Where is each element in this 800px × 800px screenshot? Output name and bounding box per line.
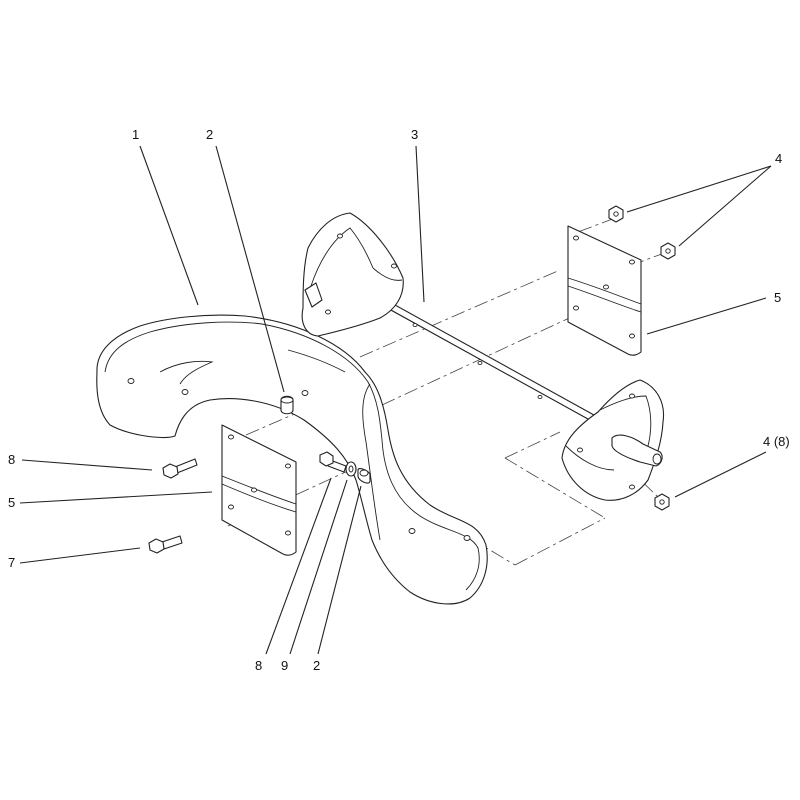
nut-part-4-upper <box>608 205 624 223</box>
paddle-plate-part-5-left <box>221 424 297 556</box>
callout-part-3: 3 <box>411 127 418 142</box>
bolt-part-8-left <box>162 458 198 479</box>
callout-part-8-left: 8 <box>8 452 15 467</box>
impeller-shaft-assembly-part-3 <box>301 212 665 501</box>
hardware <box>148 205 676 554</box>
callout-part-4-8: 4 (8) <box>763 434 790 449</box>
callout-part-7: 7 <box>8 555 15 570</box>
callout-part-2-top: 2 <box>206 127 213 142</box>
callout-part-4: 4 <box>775 151 782 166</box>
paddle-plate-part-5-right <box>567 225 642 356</box>
callout-part-5-right: 5 <box>774 290 781 305</box>
callout-part-8-bottom: 8 <box>255 658 262 673</box>
bolt-part-7 <box>148 535 183 554</box>
nut-part-4-lower <box>660 242 676 260</box>
washer-part-9 <box>345 461 357 477</box>
leader-lines <box>19 145 772 655</box>
callout-labels: 1 2 3 4 5 4 (8) 8 5 7 8 9 2 <box>8 127 790 673</box>
spacer-part-2-lower <box>357 467 371 484</box>
nut-part-4-8 <box>654 493 670 511</box>
callout-part-5-left: 5 <box>8 495 15 510</box>
bolt-part-8-center <box>319 451 347 473</box>
spacer-part-2-upper <box>280 395 294 415</box>
callout-part-2-bottom: 2 <box>313 658 320 673</box>
callout-part-9: 9 <box>281 658 288 673</box>
scraper-housing-part-1 <box>96 314 488 605</box>
callout-part-1: 1 <box>132 127 139 142</box>
